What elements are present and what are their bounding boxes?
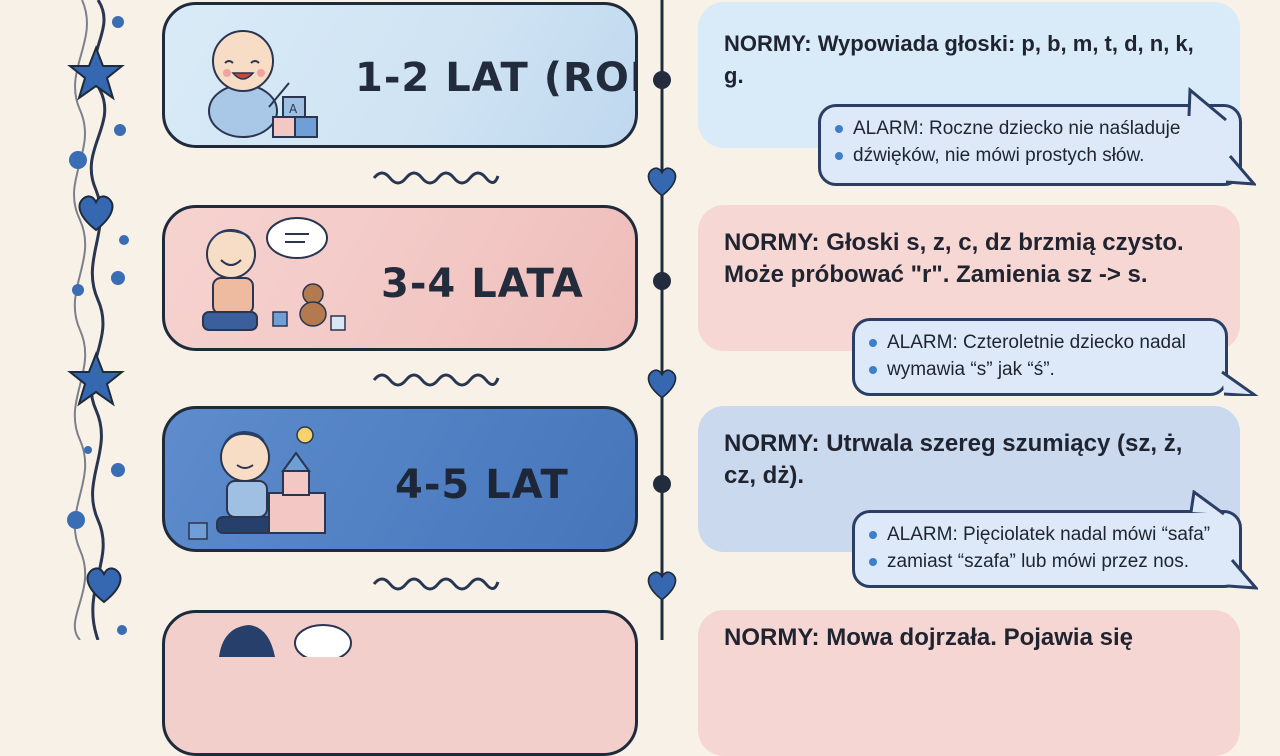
timeline-dot [653,272,671,290]
bullet-icon [869,557,877,566]
bullet-icon [869,530,877,539]
bubble-tail [1187,86,1256,186]
age-label: 4-5 LAT [395,462,569,508]
norm-card-next: NORMY: Mowa dojrzała. Pojawia się [698,610,1240,756]
age-label: 1-2 LAT (ROKŻ) [355,55,635,101]
bullet-icon [835,124,843,133]
age-label: 3-4 LATA [381,261,584,307]
norm-text: NORMY: Głoski s, z, c, dz brzmią czysto.… [724,229,1184,288]
alarm-line: ALARM: Czteroletnie dziecko nadal [887,332,1186,353]
heart-icon [647,369,677,399]
child-illustration [219,624,352,657]
left-decorative-border [67,0,129,640]
baby-illustration: A [208,30,318,138]
age-card-next [162,610,638,756]
norm-text: NORMY: Wypowiada głoski: p, b, m, t, d, … [724,31,1194,88]
bubble-tail [1189,490,1258,590]
age-card-4-5: 4-5 LAT [162,406,638,552]
bullet-icon [869,338,877,347]
age-card-3-4: 3-4 LATA [162,205,638,351]
timeline-dot [653,475,671,493]
alarm-bubble-3-4: ALARM: Czteroletnie dziecko nadal wymawi… [852,318,1228,396]
star-icon [67,45,125,101]
alarm-line: ALARM: Roczne dziecko nie naśladuje [853,118,1181,139]
alarm-line: zamiast “szafa” lub mówi przez nos. [887,551,1189,572]
wave-divider [372,373,500,387]
heart-icon [86,567,122,604]
norm-text: NORMY: Mowa dojrzała. Pojawia się [724,624,1133,651]
wave-divider [372,171,500,185]
wave-divider [372,577,500,591]
bullet-icon [835,151,843,160]
alarm-line: dźwięków, nie mówi prostych słów. [853,145,1145,166]
heart-icon [78,195,114,232]
child-illustration [202,217,346,331]
star-icon [67,351,125,407]
timeline-dot [653,71,671,89]
bullet-icon [869,365,877,374]
svg-text:A: A [289,102,298,116]
alarm-bubble-4-5: ALARM: Pięciolatek nadal mówi “safa” zam… [852,510,1242,588]
alarm-line: wymawia “s” jak “ś”. [887,359,1055,380]
bubble-tail [1221,370,1259,396]
alarm-line: ALARM: Pięciolatek nadal mówi “safa” [887,524,1211,545]
heart-icon [647,167,677,197]
age-card-1-2: A 1-2 LAT (ROKŻ) [162,2,638,148]
norm-text: NORMY: Utrwala szereg szumiący (sz, ż, c… [724,430,1183,489]
timeline-line [660,0,664,640]
child-building-illustration [188,426,326,540]
heart-icon [647,571,677,601]
alarm-bubble-1-2: ALARM: Roczne dziecko nie naśladuje dźwi… [818,104,1242,186]
